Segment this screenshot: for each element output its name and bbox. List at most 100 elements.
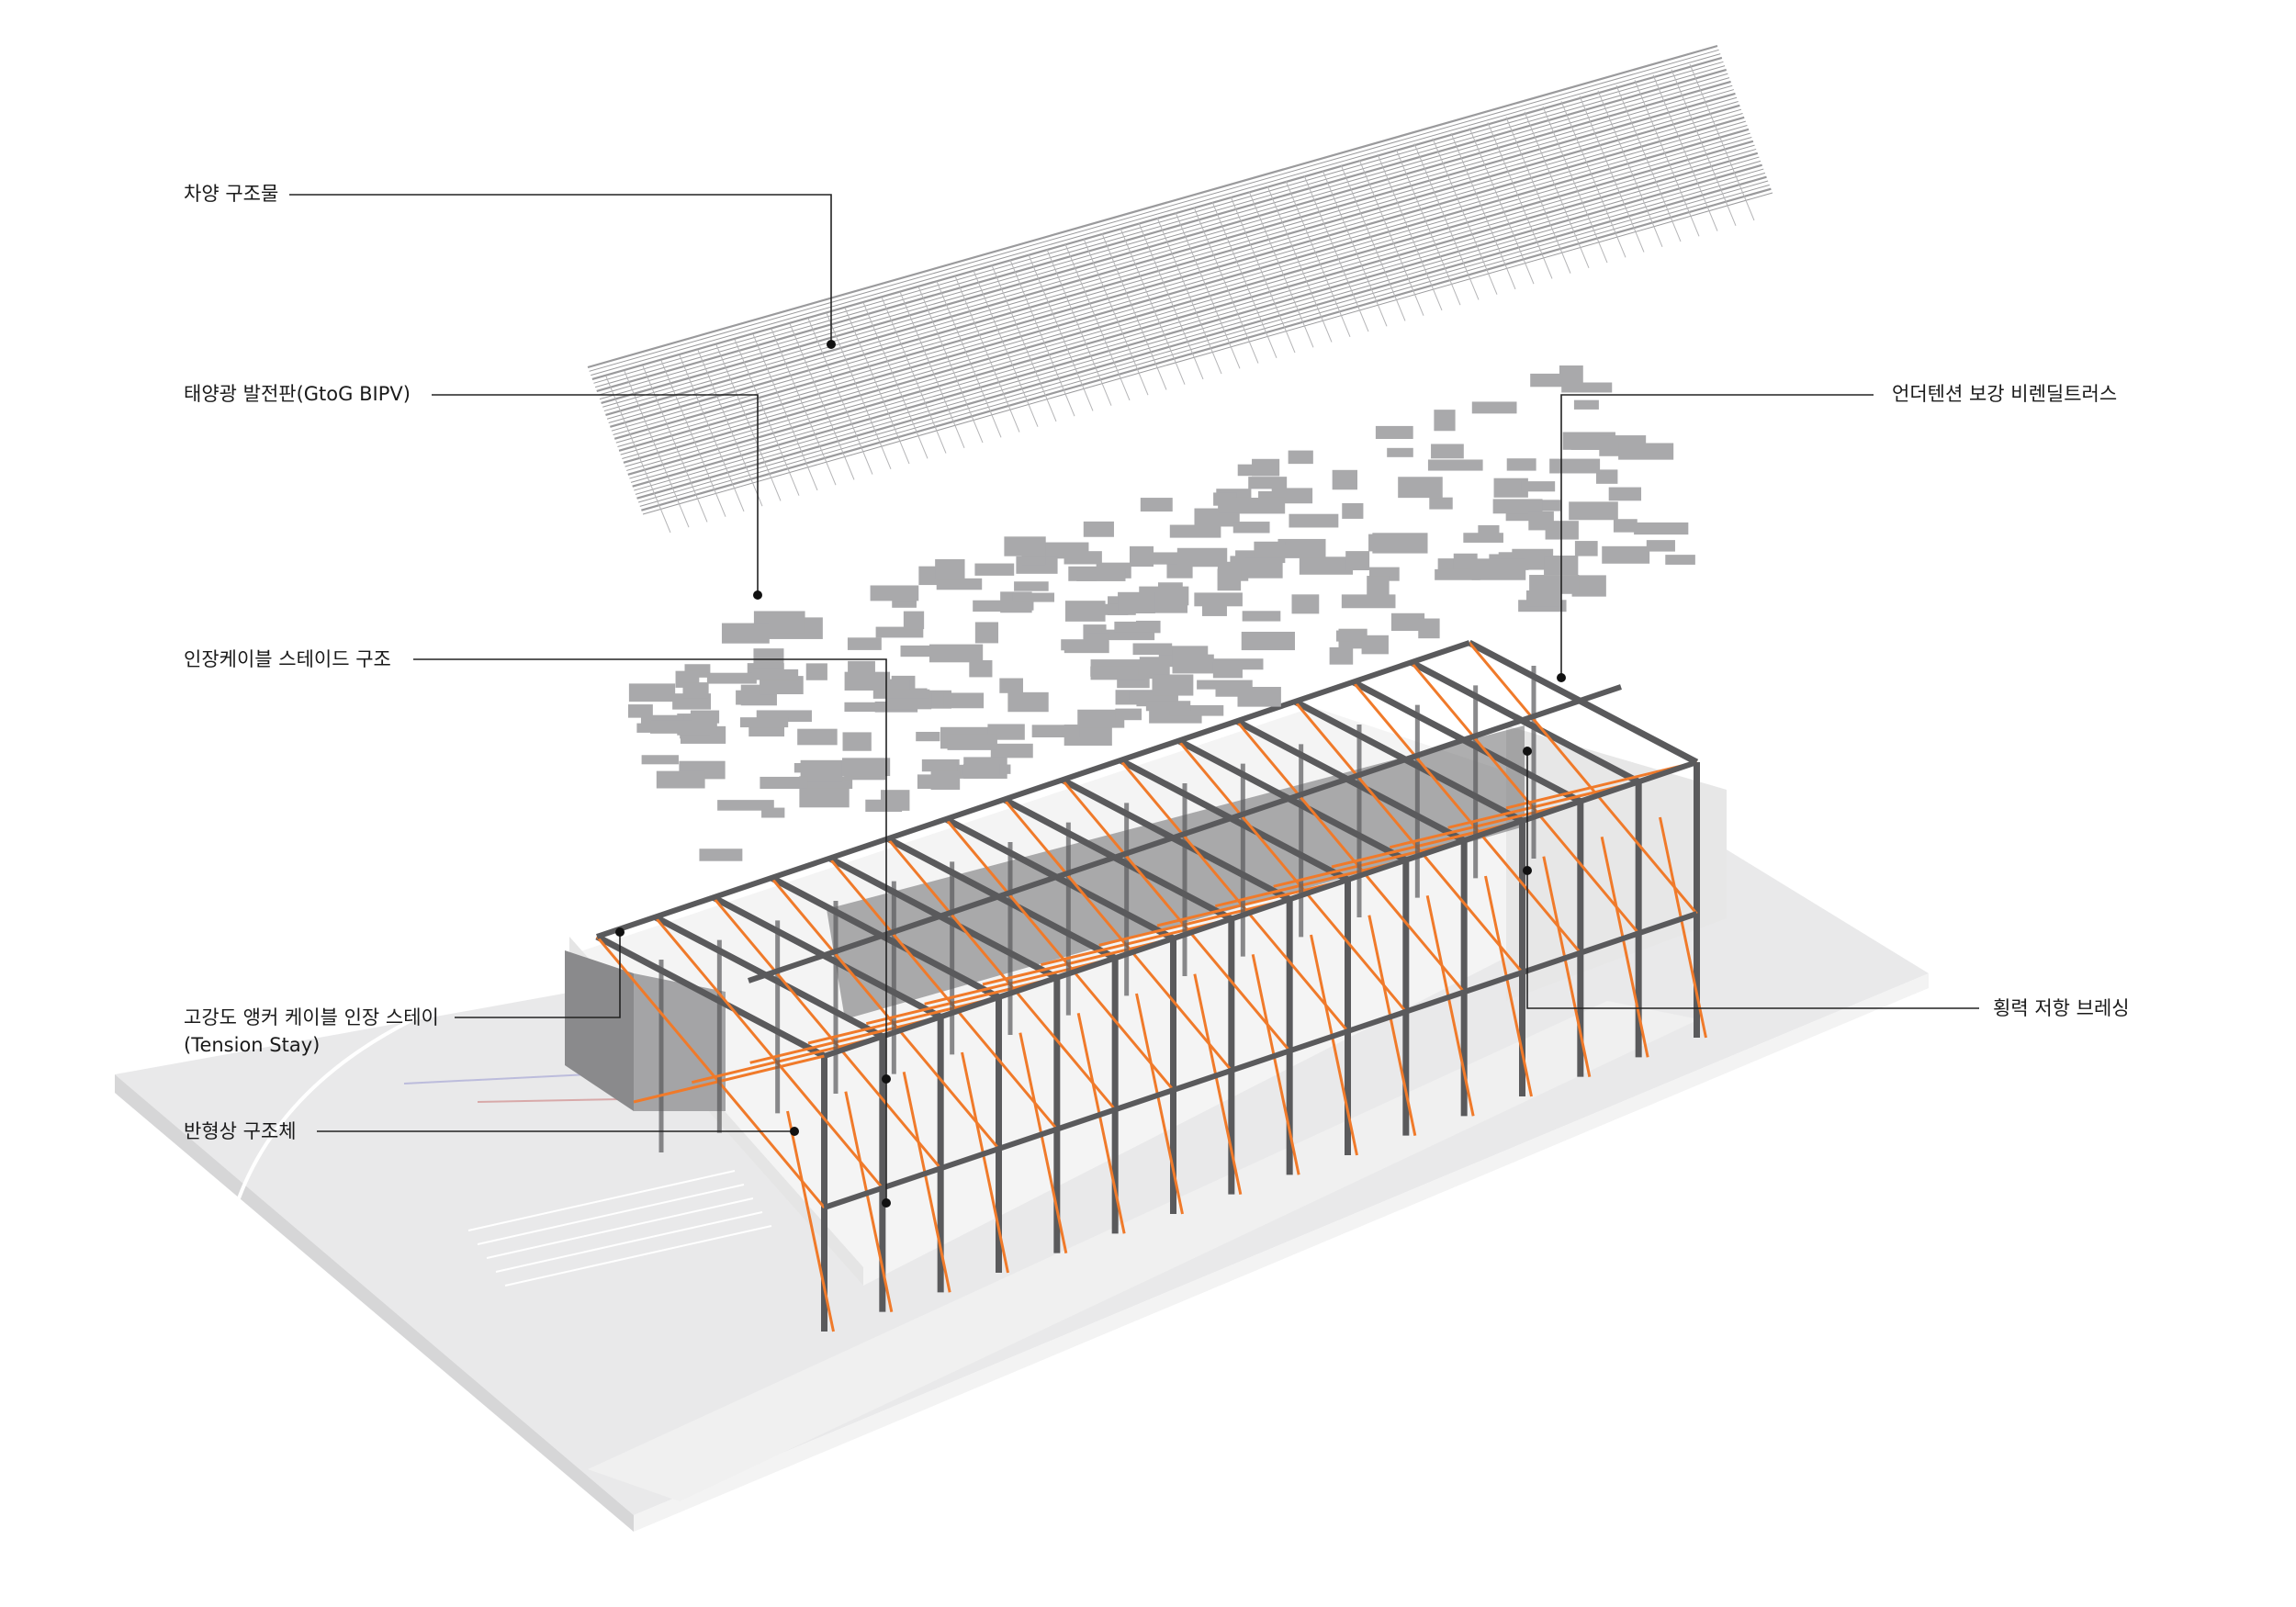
longitudinal-beam [823,759,1698,1059]
solar-panel [699,848,743,861]
solar-panel [1492,499,1543,514]
solar-panel [706,672,757,684]
solar-panel [1031,725,1080,738]
solar-panel [1087,633,1109,653]
solar-panel [1398,477,1443,499]
shade-rail [606,96,1738,420]
shade-rail [596,68,1728,393]
shade-crossbar [1101,233,1167,390]
shade-rail [620,132,1750,455]
shade-crossbar [1560,101,1626,258]
cable-brace [1425,895,1475,1117]
solar-panel [1241,631,1295,651]
solar-panel [748,724,785,737]
cable-brace [1505,760,1697,810]
shade-crossbar [734,339,800,496]
shade-crossbar [1266,185,1333,343]
solar-panel [1536,500,1561,511]
solar-panel [916,731,940,742]
shade-rail [599,77,1730,400]
shade-crossbar [1652,74,1718,231]
label-lateral-bracing: 횡력 저항 브레싱 [1993,997,2130,1019]
portal-frame [1002,796,1243,1195]
shade-crossbar [1211,201,1277,359]
solar-panel [807,729,832,740]
cable-brace [786,1110,835,1332]
solar-panel [682,682,709,699]
leader-cable-stay [413,658,887,1203]
cable-brace [595,936,826,1208]
cable-brace [1098,897,1290,947]
cable-brace [1040,917,1232,967]
solar-panel [1608,487,1642,501]
shade-crossbar [1634,80,1700,237]
solar-panel [1114,621,1160,633]
shade-crossbar [1597,90,1663,248]
label-tension-cable-stay: 인장케이블 스테이드 구조 [184,648,391,670]
label-solar-panels: 태양광 발전판(GtoG BIPV) [184,383,411,405]
solar-panel [1431,444,1464,459]
solar-panel [929,644,984,663]
solar-panel [641,755,679,765]
cable-brace [1310,934,1358,1156]
solar-panel [1427,459,1483,471]
shade-crossbar [917,286,984,444]
cable-brace [1293,701,1524,973]
portal-frame [595,933,835,1332]
solar-panel [1194,592,1243,607]
solar-panel [1634,522,1689,535]
solar-panel [1012,592,1055,602]
cable-brace [1410,661,1640,935]
shade-crossbar [991,264,1057,422]
portal-frame [1293,698,1533,1097]
solar-panel [800,759,843,782]
solar-panel [1569,501,1618,521]
solar-panel [1573,399,1599,410]
solar-panel [805,663,827,680]
longitudinal-beam [748,684,1622,983]
cable-brace [844,1091,894,1312]
solar-panel [1169,704,1224,716]
solar-panel [999,678,1023,693]
solar-panel [935,558,965,580]
leader-sunshade [289,194,832,344]
leader-solar [432,394,759,595]
cable-brace [1331,819,1523,869]
solar-panel [1007,691,1049,713]
solar-panel [1665,555,1695,565]
cable-brace [1542,856,1592,1077]
solar-panel [1493,478,1528,498]
glass-facade [565,950,634,1111]
shade-rail [634,168,1764,491]
solar-panel [1602,545,1650,564]
shade-rail [618,128,1750,452]
cable-brace [865,976,1058,1026]
cable-brace [633,1054,825,1104]
solar-panel [947,734,997,750]
solar-panel [1115,708,1142,721]
solar-panel [1529,575,1580,594]
solar-panel [881,790,910,811]
cable-brace [1119,759,1349,1032]
shade-crossbar [752,333,818,491]
solar-panel [974,622,999,644]
shade-crossbar [1120,228,1186,385]
shade-crossbar [679,354,745,512]
solar-panel [974,563,1015,576]
shade-rail [617,125,1748,447]
solar-panel [1571,575,1606,597]
solar-panel [943,692,985,709]
solar-panel [848,660,875,675]
solar-panel [1129,545,1154,568]
steel-frame-structure [595,639,1707,1332]
solar-panel [717,800,774,811]
shade-crossbar [1469,127,1535,285]
cable-brace [944,818,1175,1091]
solar-panel [875,626,924,638]
shade-crossbar [862,302,929,459]
cable-brace [982,937,1174,986]
shade-crossbar [1413,143,1480,300]
track-lane-lines [467,1170,772,1287]
solar-panel [1521,481,1556,492]
